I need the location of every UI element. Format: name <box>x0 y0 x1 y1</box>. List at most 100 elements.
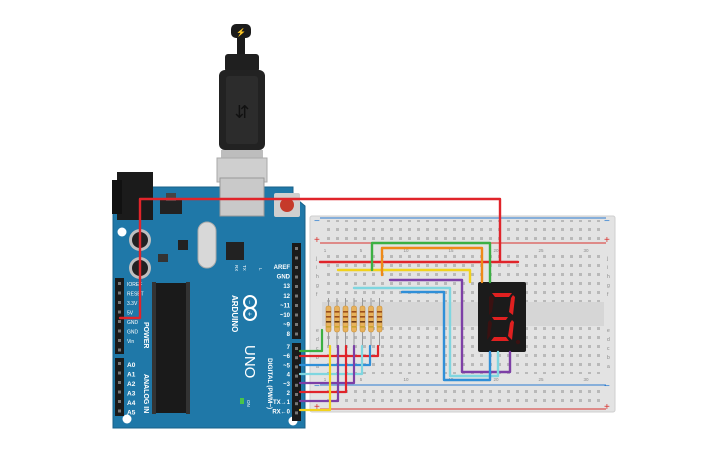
wire-pin6[interactable] <box>298 344 380 358</box>
rail-plus-top-right: + <box>604 235 610 246</box>
header-pin[interactable] <box>118 291 121 295</box>
header-pin[interactable] <box>295 275 298 279</box>
header-pin[interactable] <box>118 310 121 314</box>
rail-minus-bottom: − <box>314 381 320 392</box>
resistor[interactable] <box>342 305 349 333</box>
wire-pin5[interactable] <box>298 344 372 367</box>
analog-pin-label: A2 <box>127 381 136 388</box>
resistor-band <box>343 321 348 323</box>
header-pin[interactable] <box>295 356 298 360</box>
header-pin[interactable] <box>118 362 121 365</box>
wire-orange[interactable] <box>380 246 484 284</box>
power-header[interactable] <box>115 278 124 354</box>
wire-blue-top[interactable] <box>400 290 492 382</box>
top-power-rail[interactable] <box>322 220 604 242</box>
header-pin[interactable] <box>118 301 121 304</box>
header-pin[interactable] <box>118 329 121 333</box>
analog-pin-label: A4 <box>127 400 136 407</box>
wire-pin3[interactable] <box>298 344 356 385</box>
resistor[interactable] <box>351 305 357 333</box>
header-pin[interactable] <box>118 339 121 342</box>
wires[interactable] <box>118 197 520 412</box>
resistor-band <box>377 326 382 328</box>
header-pin[interactable] <box>118 381 121 384</box>
analog-pin-label: A5 <box>127 410 136 417</box>
header-pin[interactable] <box>295 347 298 350</box>
resistor[interactable] <box>359 305 366 333</box>
analog-header[interactable] <box>115 358 124 416</box>
header-pin[interactable] <box>118 390 121 394</box>
header-pin[interactable] <box>295 247 298 250</box>
resistor-band <box>368 311 374 313</box>
header-pin[interactable] <box>295 365 298 369</box>
digital-pin-label: 12 <box>283 294 290 300</box>
wire-purple-top[interactable] <box>388 278 512 374</box>
header-pin[interactable] <box>295 294 298 298</box>
resistor-array[interactable] <box>325 298 383 346</box>
analog-pin-label: A3 <box>127 391 136 398</box>
header-pin[interactable] <box>118 371 121 375</box>
header-pin[interactable] <box>295 374 298 378</box>
digital-header-upper[interactable] <box>292 243 301 339</box>
resistor[interactable] <box>368 305 374 333</box>
header-pin[interactable] <box>118 282 121 285</box>
wire-pin2[interactable] <box>298 344 348 394</box>
resistor-band <box>343 326 348 328</box>
bottom-power-rail[interactable] <box>322 386 604 408</box>
row-letter: g <box>316 283 319 289</box>
header-pin[interactable] <box>118 409 121 413</box>
header-pin[interactable] <box>118 320 121 323</box>
header-pin[interactable] <box>295 383 298 387</box>
wire-5v[interactable] <box>118 197 502 320</box>
row-letter: h <box>607 274 610 280</box>
header-pin[interactable] <box>295 411 298 415</box>
wire-gnd[interactable] <box>298 328 324 353</box>
row-letter: e <box>607 328 610 334</box>
resistor-band <box>360 321 365 323</box>
row-letter: h <box>316 274 319 280</box>
mounting-hole <box>122 414 132 424</box>
reset-button[interactable] <box>280 198 294 212</box>
mounting-hole <box>117 227 127 237</box>
usb-cable[interactable]: ⚡ ⇵ <box>216 24 268 183</box>
resistor[interactable] <box>376 305 383 333</box>
digital-pin-label: 4 <box>287 373 291 379</box>
header-pin[interactable] <box>118 348 121 352</box>
digital-pin-label: ~3 <box>283 382 291 388</box>
header-pin[interactable] <box>295 323 298 326</box>
header-pin[interactable] <box>295 393 298 396</box>
resistor-band <box>351 316 357 318</box>
header-pin[interactable] <box>295 332 298 336</box>
resistor[interactable] <box>334 305 340 333</box>
seven-segment-display[interactable] <box>478 282 526 352</box>
power-jack[interactable] <box>117 172 153 220</box>
svg-text:−: − <box>246 300 253 304</box>
resistor-band <box>326 311 331 313</box>
wire-pin4[interactable] <box>298 344 364 376</box>
wire-cyan-top[interactable] <box>352 286 500 378</box>
power-pin-label: GND <box>127 320 139 326</box>
on-label: ON <box>246 400 251 407</box>
resistor-band <box>368 326 374 328</box>
header-pin[interactable] <box>118 400 121 403</box>
usb-port[interactable] <box>219 177 265 217</box>
decimal-point <box>515 339 521 345</box>
resistor[interactable] <box>325 305 332 333</box>
resistor-band <box>334 326 340 328</box>
header-pin[interactable] <box>295 285 298 288</box>
resistor-band <box>377 321 382 323</box>
header-pin[interactable] <box>295 266 298 269</box>
header-pin[interactable] <box>295 304 298 307</box>
header-pin[interactable] <box>295 402 298 406</box>
wire-green[interactable] <box>370 241 492 284</box>
row-letter: a <box>607 364 610 370</box>
header-pin[interactable] <box>295 256 298 260</box>
wire-pin1[interactable] <box>298 344 340 403</box>
column-number: 5 <box>360 248 363 253</box>
digital-header-lower[interactable] <box>292 343 301 421</box>
header-pin[interactable] <box>295 313 298 317</box>
resistor-band <box>351 321 357 323</box>
wire-pin0[interactable] <box>298 344 332 412</box>
